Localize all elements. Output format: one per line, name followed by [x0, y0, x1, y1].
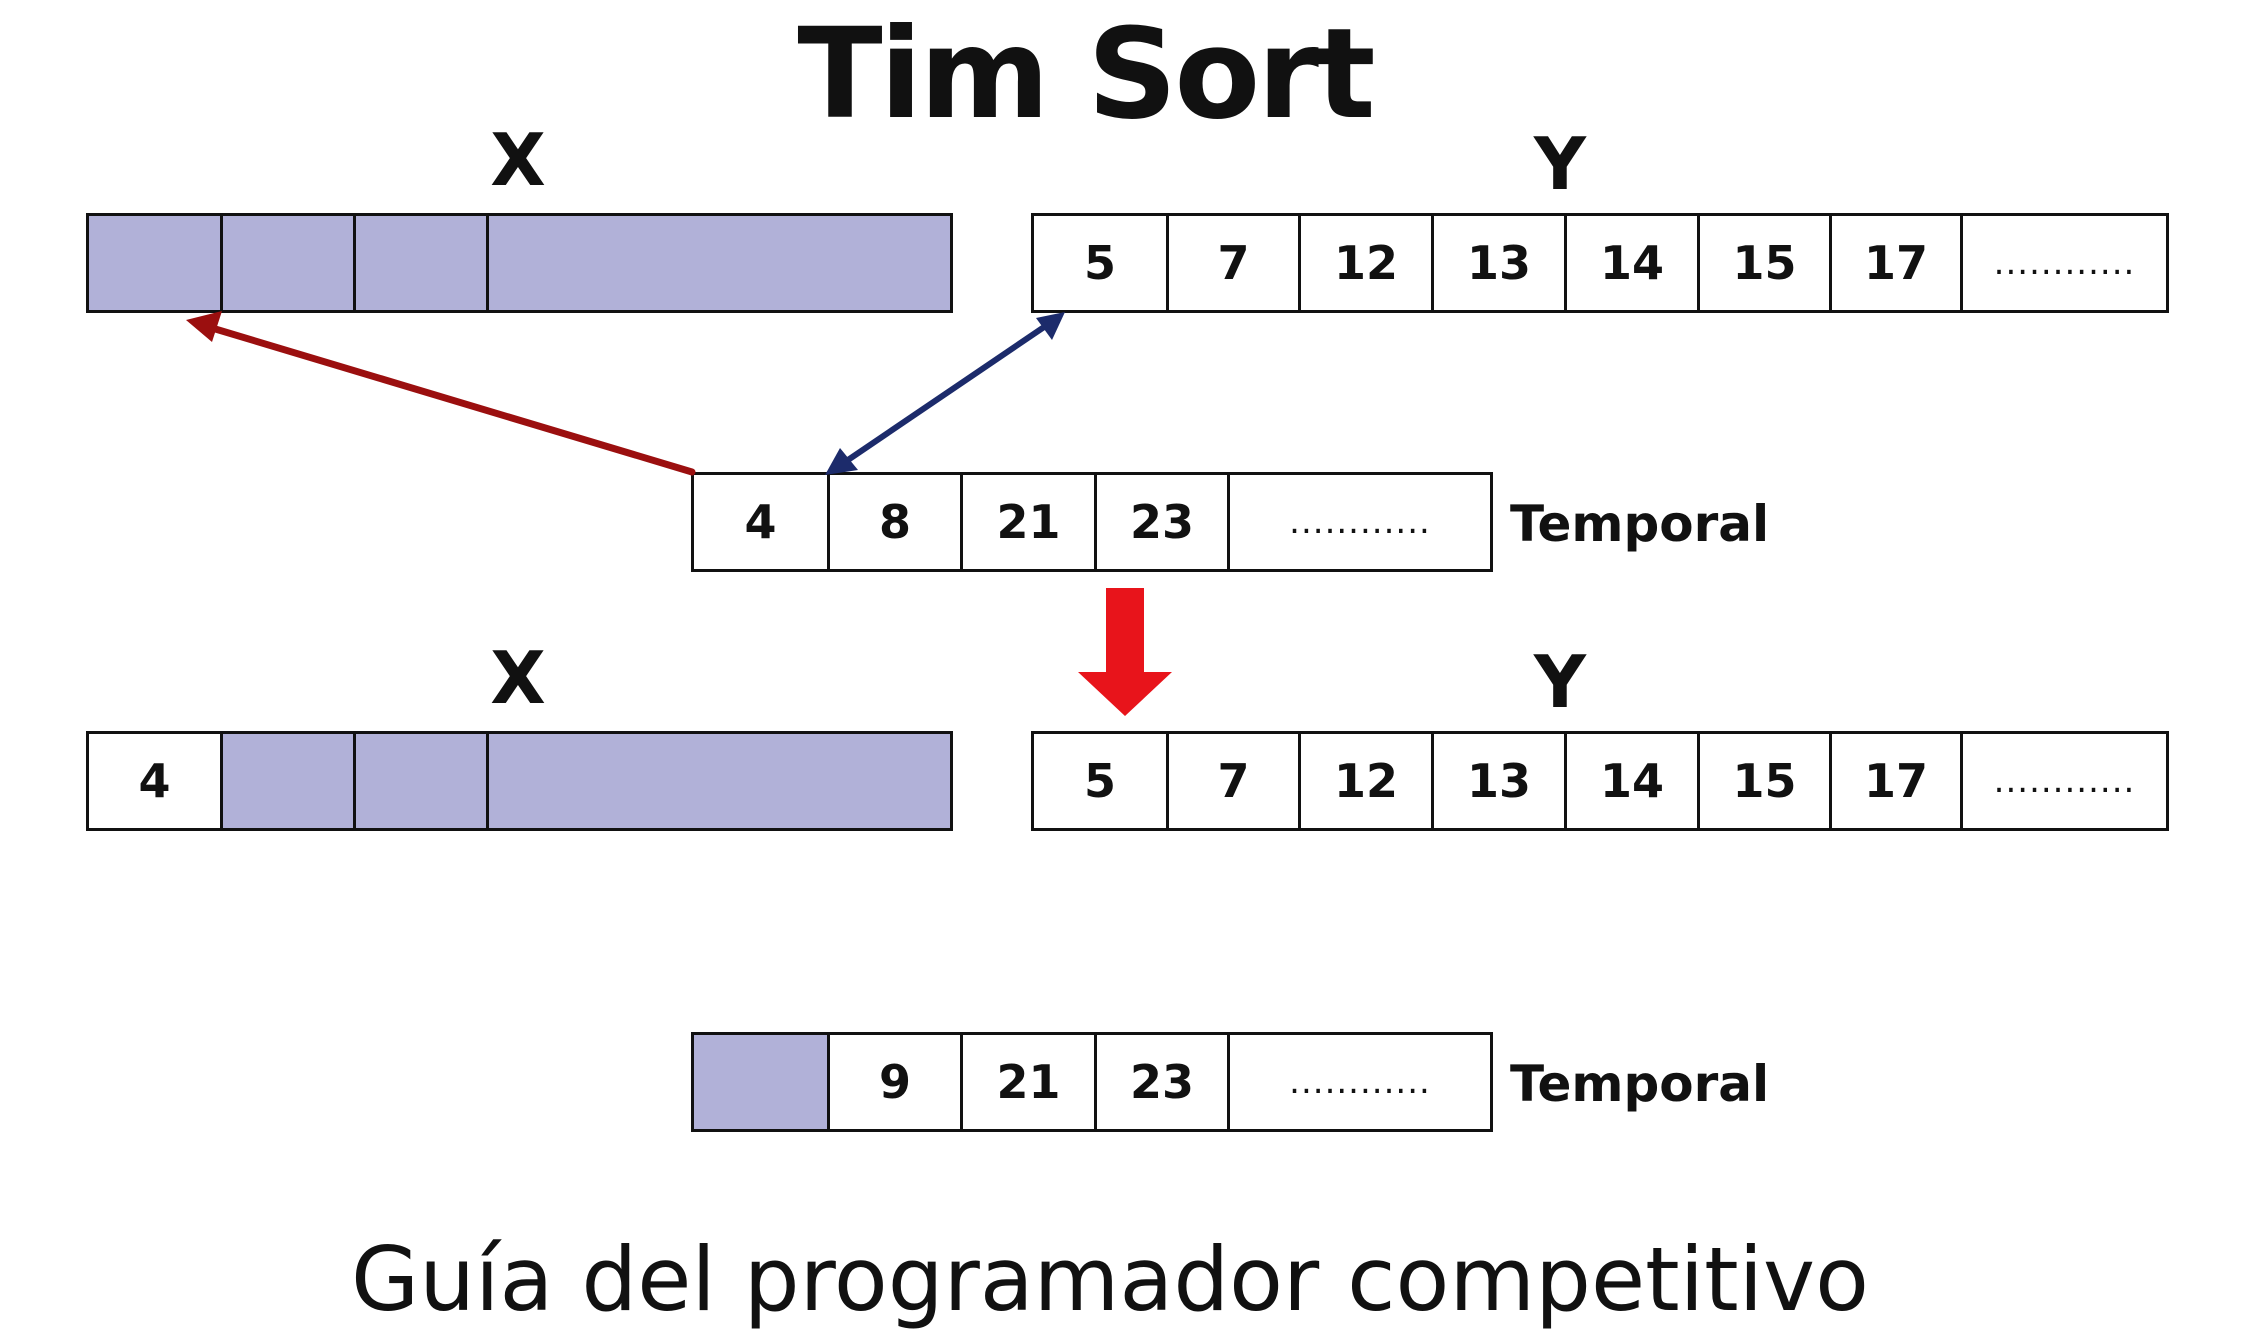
array-cell — [489, 216, 950, 310]
array-cell — [223, 216, 356, 310]
array-cell: 23 — [1097, 475, 1230, 569]
array-cell-ellipsis: ............ — [1289, 502, 1431, 542]
array-cell — [694, 1035, 830, 1129]
arrow-temporal-to-x — [186, 311, 696, 476]
array-y-top: 5 7 12 13 14 15 17 ............ — [1031, 213, 2169, 313]
array-y-bottom: 5 7 12 13 14 15 17 ............ — [1031, 731, 2169, 831]
array-cell-ellipsis: ............ — [1993, 761, 2136, 801]
arrow-compare-y-temporal — [825, 312, 1065, 475]
array-cell — [489, 734, 950, 828]
array-cell — [356, 216, 489, 310]
array-cell: 15 — [1700, 216, 1832, 310]
array-cell: 5 — [1034, 216, 1169, 310]
array-cell: 14 — [1567, 734, 1700, 828]
array-cell: 9 — [830, 1035, 963, 1129]
array-cell — [89, 216, 223, 310]
array-cell: 14 — [1567, 216, 1700, 310]
array-cell: 4 — [89, 734, 223, 828]
array-temporal-top: 4 8 21 23 ............ — [691, 472, 1493, 572]
array-cell: 15 — [1700, 734, 1832, 828]
label-y-top: Y — [1533, 122, 1587, 206]
array-cell: 12 — [1301, 216, 1434, 310]
array-cell-ellipsis: ............ — [1993, 243, 2136, 283]
array-cell — [223, 734, 356, 828]
array-temporal-bottom: 9 21 23 ............ — [691, 1032, 1493, 1132]
down-arrow-icon — [1078, 588, 1172, 716]
array-cell: 21 — [963, 1035, 1097, 1129]
array-cell: 7 — [1169, 734, 1301, 828]
array-cell: 23 — [1097, 1035, 1230, 1129]
array-cell-ellipsis: ............ — [1289, 1062, 1431, 1102]
array-x-top — [86, 213, 953, 313]
array-cell — [356, 734, 489, 828]
array-cell: 17 — [1832, 216, 1963, 310]
array-cell: 7 — [1169, 216, 1301, 310]
array-cell: 5 — [1034, 734, 1169, 828]
array-cell: 4 — [694, 475, 830, 569]
label-x-bottom: X — [490, 636, 546, 720]
label-y-bottom: Y — [1533, 640, 1587, 724]
array-cell: 21 — [963, 475, 1097, 569]
footer-caption: Guía del programador competitivo — [351, 1228, 1869, 1331]
label-x-top: X — [490, 118, 546, 202]
label-temporal-bottom: Temporal — [1510, 1055, 1770, 1113]
array-cell: 17 — [1832, 734, 1963, 828]
array-cell: 13 — [1434, 734, 1567, 828]
array-cell: 13 — [1434, 216, 1567, 310]
label-temporal-top: Temporal — [1510, 495, 1770, 553]
array-x-bottom: 4 — [86, 731, 953, 831]
array-cell: 12 — [1301, 734, 1434, 828]
diagram-title: Tim Sort — [797, 2, 1375, 147]
array-cell: 8 — [830, 475, 963, 569]
